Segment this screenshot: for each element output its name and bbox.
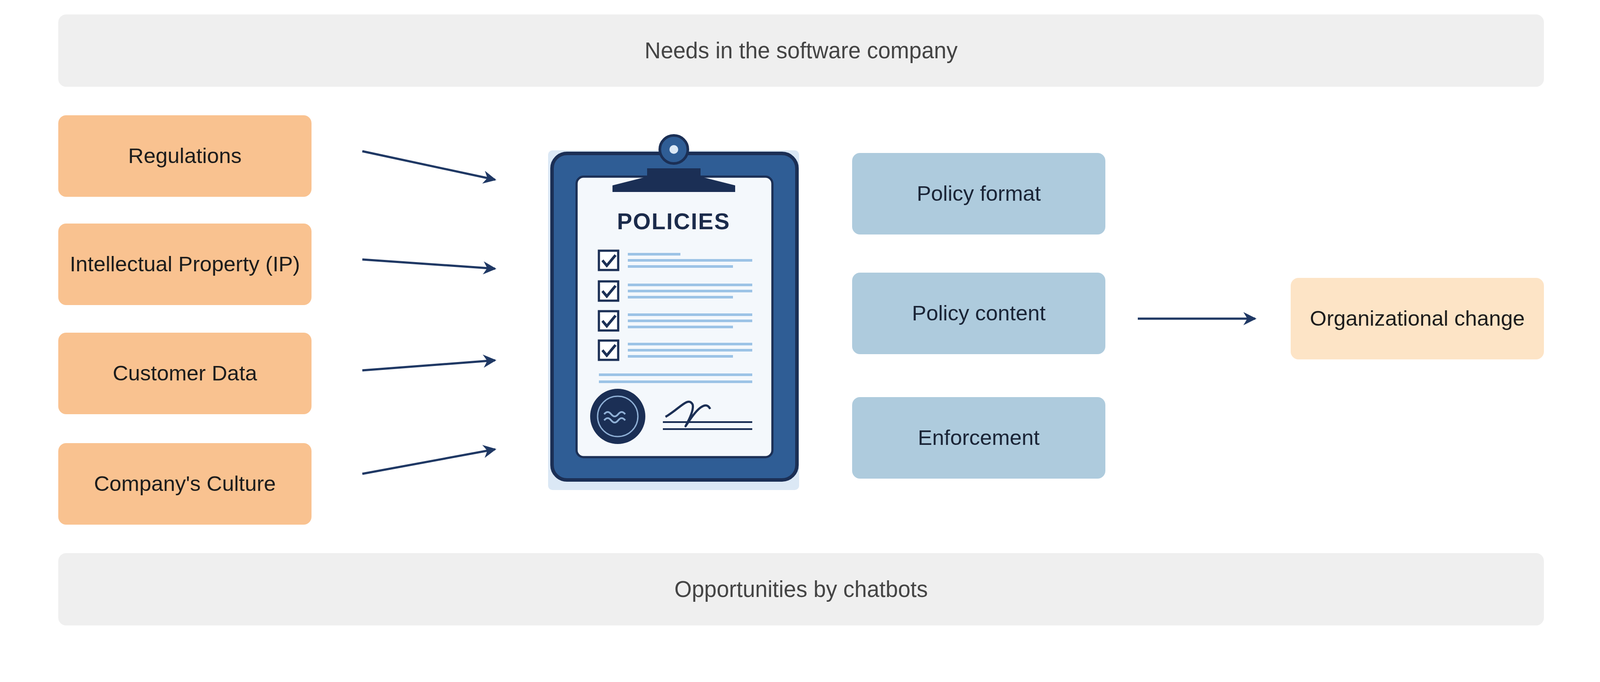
node-label: Intellectual Property (IP) (69, 250, 301, 278)
need-box: Intellectual Property (IP) (58, 223, 312, 305)
arrow-connector (1137, 317, 1256, 320)
need-box: Customer Data (58, 332, 312, 415)
node-label: Customer Data (112, 359, 258, 387)
need-box: Regulations (58, 115, 312, 197)
arrow-connector (362, 151, 496, 180)
policy-box: Policy format (852, 152, 1106, 235)
node-label: Policy format (916, 180, 1041, 207)
footer-band: Opportunities by chatbots (58, 552, 1544, 626)
outcome-box: Organizational change (1290, 277, 1544, 360)
policy-box: Enforcement (852, 396, 1106, 479)
policy-box: Policy content (852, 272, 1106, 354)
node-label: POLICIES (616, 207, 731, 236)
node-label: Company's Culture (93, 470, 276, 497)
node-label: Enforcement (917, 424, 1040, 451)
need-box: Company's Culture (58, 442, 312, 525)
arrow-connector (362, 259, 496, 269)
arrow-connector (362, 360, 496, 371)
node-label: Opportunities by chatbots (674, 575, 928, 604)
node-label: Needs in the software company (644, 36, 958, 65)
node-label: Regulations (128, 142, 242, 170)
policies-clipboard: POLICIES (548, 132, 800, 490)
node-label: Organizational change (1309, 304, 1525, 332)
header-band: Needs in the software company (58, 14, 1544, 87)
arrow-connector (362, 449, 496, 474)
clipboard-illustration (548, 132, 800, 490)
node-label: Policy content (911, 299, 1046, 327)
